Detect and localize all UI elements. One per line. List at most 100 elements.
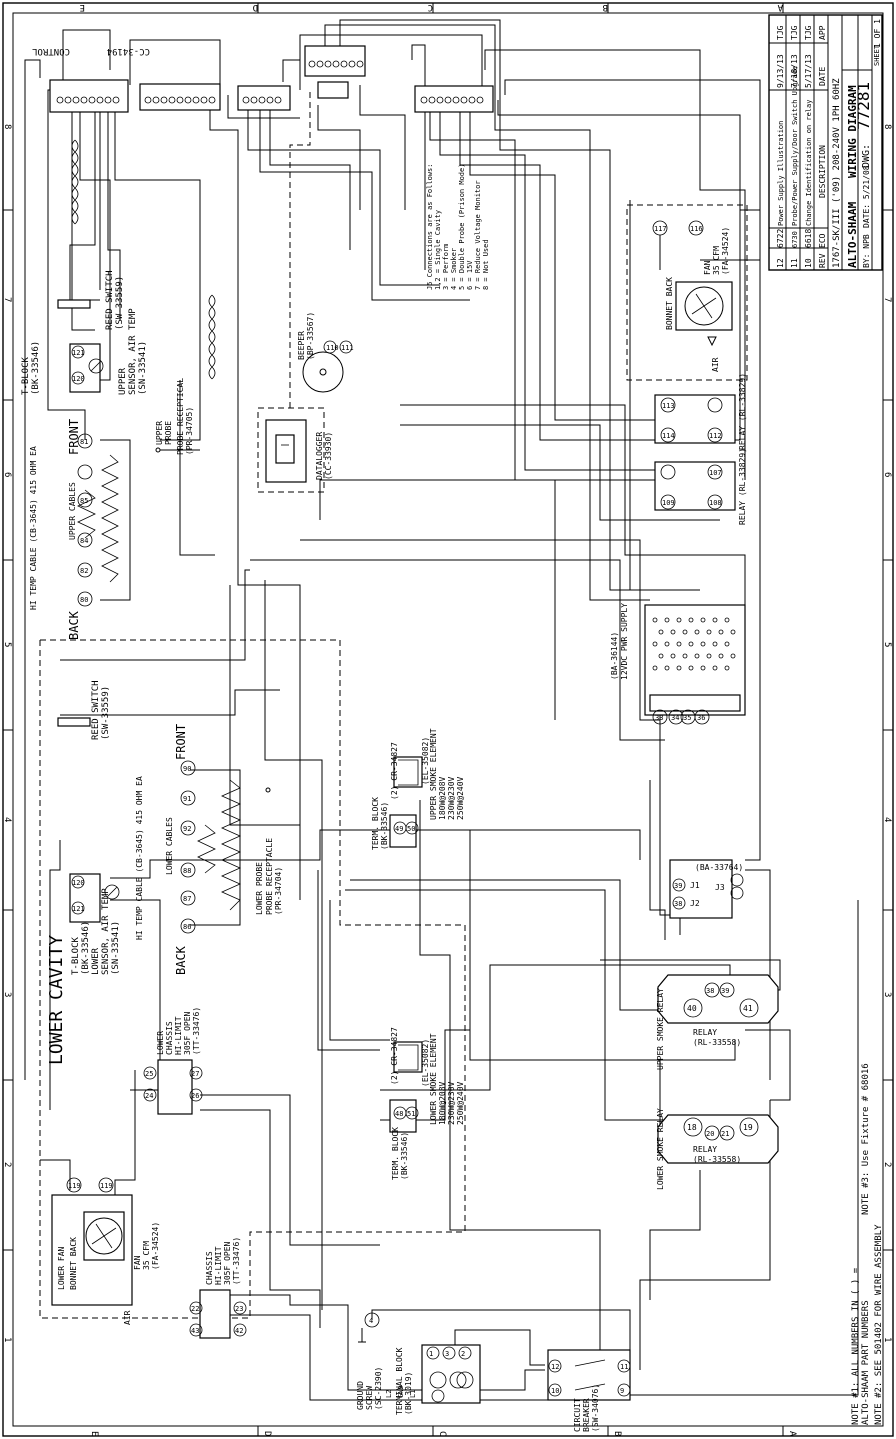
upper-probe-receptacle: UPPER PROBE PROBE RECEPTICAL (PR-34705) (155, 378, 200, 455)
sheet-value: 1 OF 1 (873, 19, 882, 48)
wire-81: 81 (80, 438, 88, 446)
control-connector-a (49, 79, 129, 113)
rev-12-desc: Power Supply Illustration (777, 121, 785, 226)
zone-number-right-7: 7 (882, 297, 892, 302)
usb-port-icon (275, 434, 295, 464)
lower-bonnet-label: BONNET BACK (69, 1237, 78, 1290)
rev-header-eco: ECO (818, 233, 827, 248)
wire-9: 9 (620, 1387, 624, 1395)
upper-sensor-icon (88, 358, 104, 374)
zone-letter-top-c: C (428, 2, 433, 12)
upper-smoke-watt-240: 250W@240V (456, 776, 465, 820)
rev-10-date: 5/17/13 (804, 54, 813, 88)
wire-110: 110 (326, 344, 339, 352)
rev-header-date: DATE (818, 67, 827, 86)
rev-12-number: 12 (776, 258, 785, 268)
term-main-pn: (BK-3019) (404, 1372, 413, 1415)
wire-92: 92 (183, 825, 191, 833)
wire-49: 49 (395, 825, 403, 833)
rev-header-app: APP (818, 25, 827, 40)
zone-number-left-5: 5 (2, 642, 12, 647)
upper-cr-label: (2) CR-34827 (390, 742, 399, 800)
wire-4: 4 (369, 1317, 373, 1325)
chassis-hi-limit: 22 23 43 42 CHASSIS HI-LIMIT 305F OPEN (… (189, 1237, 247, 1339)
control-connector-f (317, 81, 349, 99)
lower-cavity-label: LOWER CAVITY (46, 935, 67, 1065)
wire-87: 87 (183, 895, 191, 903)
wiring-harness (24, 19, 859, 1401)
wire-24: 24 (145, 1092, 153, 1100)
wire-26: 26 (191, 1092, 199, 1100)
lower-smoke-watt-240: 250W@240V (456, 1081, 465, 1125)
lower-probe-receptacle-pn: (PR-34704) (274, 867, 283, 915)
circuit-breaker-pn: (SW-34076) (591, 1384, 600, 1432)
wire-25: 25 (145, 1070, 153, 1078)
rev-10-number: 10 (804, 258, 813, 268)
zone-letter-bottom-a: A (787, 1431, 797, 1437)
chassis-hi-limit-label: HI-LIMIT (214, 1246, 223, 1285)
zone-letter-bottom-c: C (437, 1431, 447, 1436)
lower-fan-cfm: 35 CFM (142, 1241, 151, 1270)
zone-letter-top-a: A (777, 2, 783, 12)
j5-item-6: 7 = Reduce Voltage Monitor (474, 180, 482, 290)
wire-35: 35 (683, 714, 691, 722)
note-1-line-a: NOTE #1: ALL NUMBERS IN ( ) = (851, 1267, 861, 1425)
twisted-wire-pair-probe (208, 294, 216, 380)
wire-114: 114 (662, 432, 675, 440)
board-ba-33764-pn: (BA-33764) (695, 863, 743, 872)
wire-107: 107 (709, 469, 722, 477)
wire-121-lower: 121 (72, 905, 85, 913)
lower-sensor-label-b: SENSOR, AIR TEMP (101, 888, 111, 975)
upper-smoke-relay-pn: (RL-33558) (693, 1038, 741, 1047)
rev-11-number: 11 (790, 258, 799, 268)
note-2: NOTE #2: SEE 501402 FOR WIRE ASSEMBLY (874, 1224, 884, 1425)
upper-smoke-relay: 38 39 40 41 RELAY (RL-33558) UPPER SMOKE… (656, 974, 779, 1070)
zone-number-left-1: 1 (2, 1337, 12, 1342)
wire-88: 88 (183, 867, 191, 875)
upper-probe-receptical-label: PROBE RECEPTICAL (176, 378, 185, 455)
lower-smoke-element-pn: (EL-35082) (421, 1039, 430, 1087)
wire-51: 51 (407, 1110, 415, 1118)
lower-smoke-relay-label: RELAY (693, 1145, 717, 1154)
relay-rl-33829-a: 113 114 112 RELAY (RL-33829) (654, 373, 747, 450)
wire-27: 27 (191, 1070, 199, 1078)
wire-43: 43 (191, 1327, 199, 1335)
lower-front-label: FRONT (174, 724, 188, 760)
lower-probe-label: LOWER PROBE (255, 862, 264, 915)
lower-smoke-element-label: LOWER SMOKE ELEMENT (429, 1033, 438, 1125)
note-3: NOTE #3: Use Fixture # 68016 (861, 1063, 871, 1215)
zone-number-left-3: 3 (2, 992, 12, 997)
j5-item-5: 6 = 15V (466, 260, 474, 290)
zone-number-left-7: 7 (2, 297, 12, 302)
upper-smoke-watt-230: 230W@230V (447, 776, 456, 820)
zone-letter-top-e: E (80, 2, 85, 12)
lower-smoke-watt-208: 180W@208V (438, 1081, 447, 1125)
zone-letter-bottom-d: D (262, 1431, 272, 1436)
wire-48: 48 (395, 1110, 403, 1118)
lower-cables-label: LOWER CABLES (165, 817, 174, 875)
board-ba-33764: 39 38 J1 J2 J3 (BA-33764) (669, 859, 744, 919)
term-main-gnd: GND (397, 1385, 405, 1398)
dwg-number: 77281 (854, 82, 873, 130)
upper-sensor-label-b: SENSOR, AIR TEMP (128, 308, 138, 395)
beeper-label: BEEPER (297, 331, 306, 360)
upper-heating-cables: 81 85 84 82 80 HI TEMP CABLE (CB-3645) 4… (29, 419, 131, 640)
zone-number-left-2: 2 (2, 1162, 12, 1167)
wire-113: 113 (662, 402, 675, 410)
lower-sensor-pn: (SN-33541) (111, 921, 121, 975)
datalogger-label: DATALOGGER (315, 432, 324, 480)
wire-39: 39 (674, 882, 682, 890)
j5-item-4: 5 = Double Probe (Prison Mode) (458, 164, 466, 290)
term-main-l1: L1 (409, 1390, 417, 1398)
lower-fan-icon (85, 1217, 123, 1255)
drawn-by: BY: NPB (862, 234, 871, 268)
zone-number-right-4: 4 (882, 817, 892, 822)
lower-hi-limit-label: LOWER (156, 1031, 165, 1055)
upper-term-block: 49 50 TERM. BLOCK (BK-33546) (2) CR-3482… (371, 728, 465, 850)
lower-cr-label: (2) CR-34827 (390, 1027, 399, 1085)
upper-smoke-element-pn: (EL-35082) (421, 737, 430, 785)
control-connector-e (414, 85, 494, 113)
upper-bonnet-label: BONNET BACK (665, 277, 674, 330)
wire-85: 85 (80, 497, 88, 505)
upper-probe-label: UPPER (155, 421, 164, 445)
